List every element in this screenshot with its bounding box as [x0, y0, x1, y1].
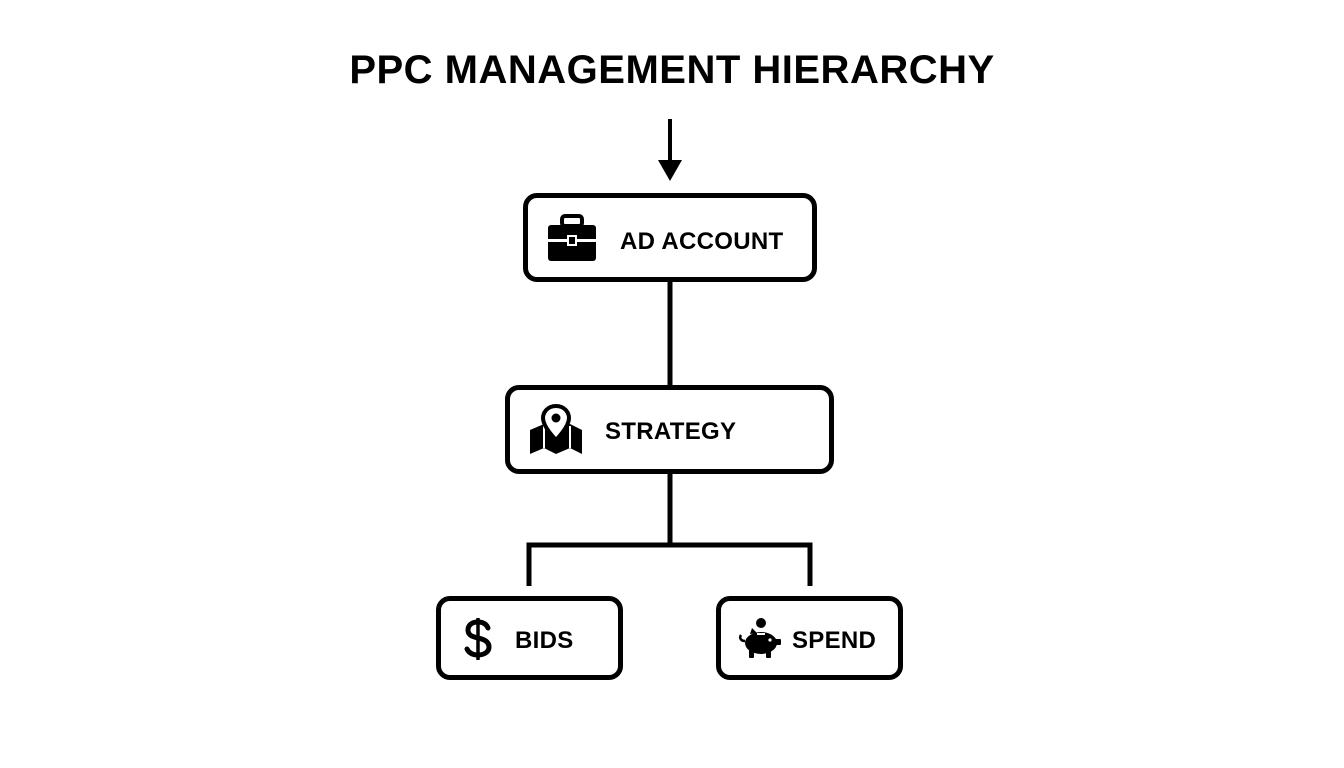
dollar-sign-icon: [464, 618, 492, 660]
node-label-strategy: STRATEGY: [605, 418, 737, 445]
node-label-spend: SPEND: [792, 627, 877, 654]
piggy-bank-icon: [738, 618, 781, 658]
node-label-ad-account: AD ACCOUNT: [620, 228, 784, 255]
map-pin-icon: [530, 403, 582, 454]
node-spend: SPEND: [716, 596, 903, 680]
node-ad-account: AD ACCOUNT: [523, 193, 817, 282]
node-bids: BIDS: [436, 596, 623, 680]
node-strategy: STRATEGY: [505, 385, 834, 474]
diagram-title: PPC MANAGEMENT HIERARCHY: [349, 48, 995, 92]
connector-branch: [526, 542, 813, 586]
briefcase-icon: [548, 214, 596, 261]
entry-arrow: [658, 119, 682, 181]
node-label-bids: BIDS: [515, 627, 574, 654]
